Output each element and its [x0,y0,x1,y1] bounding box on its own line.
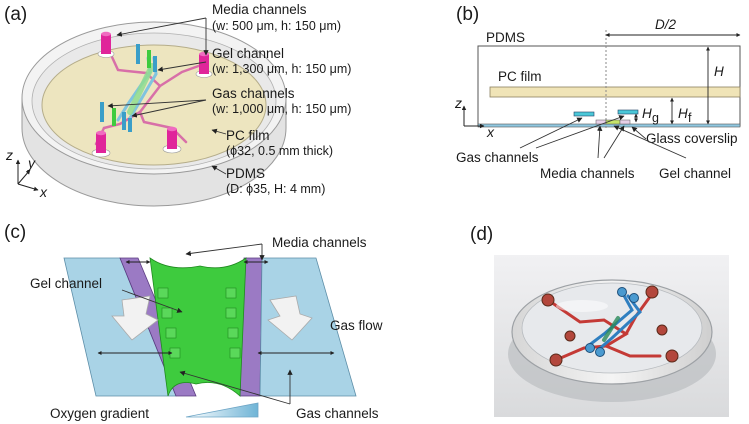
gas-channels-dims: (w: 1,000 μm, h: 150 μm) [212,102,351,116]
glass-coverslip-label: Glass coverslip [646,131,738,146]
media-tube-1 [97,31,115,58]
gel-channel-label-c: Gel channel [30,276,102,291]
panel-c-label: (c) [4,222,26,243]
panel-c: (c) [4,222,383,421]
panel-d-label: (d) [470,224,493,245]
gas-channel-left [573,111,595,117]
media-channels-label-b: Media channels [540,166,635,181]
panel-b-label: (b) [456,4,479,25]
media-channels-title: Media channels [212,2,307,17]
panel-a-leaders [107,17,227,175]
panel-a-axes: z y x [5,147,48,200]
half-d-label: D/2 [655,17,677,32]
device-photo [508,279,716,402]
gas-gel-tubes [100,44,157,132]
gel-channel-title: Gel channel [212,46,284,61]
media-channel-right [619,119,631,125]
media-tube-4 [162,126,182,154]
gas-flow-arrow-right [267,295,313,341]
pdms-title: PDMS [226,166,265,181]
pc-film-dims: (ϕ32, 0.5 mm thick) [226,144,333,158]
panel-d: (d) [470,224,729,417]
pc-film-bar [489,86,741,98]
panel-c-leaders [121,243,293,405]
axis-a-y: y [27,155,36,171]
gas-channel-right [617,109,639,115]
oxygen-gradient-label: Oxygen gradient [50,406,149,421]
panel-b: (b) PDMS D/2 H PC film H g H f Glass cov… [454,4,741,181]
panel-b-leaders [519,115,687,159]
hf-label: H [678,106,688,121]
hg-label: H [642,106,652,121]
gas-channels-label-b: Gas channels [456,150,539,165]
gas-flow-label: Gas flow [330,318,383,333]
gel-channel-c [149,257,247,397]
panel-b-axes: z x [454,95,495,140]
pc-film-label: PC film [498,69,542,84]
media-channels-label-c: Media channels [272,235,367,250]
panel-c-width-arrows [97,259,335,356]
axis-a-x: x [39,184,48,200]
hg-sub: g [652,111,659,125]
panel-b-dimensions [605,32,741,125]
hf-sub: f [688,111,692,125]
axis-b-x: x [486,124,495,140]
media-tube-3 [91,130,111,158]
media-channels-dims: (w: 500 μm, h: 150 μm) [212,19,341,33]
gas-flow-arrow-left [111,295,159,341]
oxygen-gradient-wedge [185,402,259,418]
axis-a-z: z [5,147,13,163]
pdms-block [477,45,741,127]
pdms-label: PDMS [486,30,525,45]
pc-film-title: PC film [226,128,270,143]
gel-channel-label-b: Gel channel [659,166,731,181]
gas-channel-right-c [259,257,357,397]
gel-channel-dims: (w: 1,300 μm, h: 150 μm) [212,62,351,76]
panel-a-label: (a) [4,4,27,25]
h-label: H [714,64,724,79]
panel-a: (a) [4,2,351,207]
gas-channels-title: Gas channels [212,86,295,101]
axis-b-z: z [454,95,462,111]
gas-channels-label-c: Gas channels [296,406,379,421]
pdms-dims: (D: ϕ35, H: 4 mm) [226,182,325,196]
glass-coverslip [477,123,741,128]
